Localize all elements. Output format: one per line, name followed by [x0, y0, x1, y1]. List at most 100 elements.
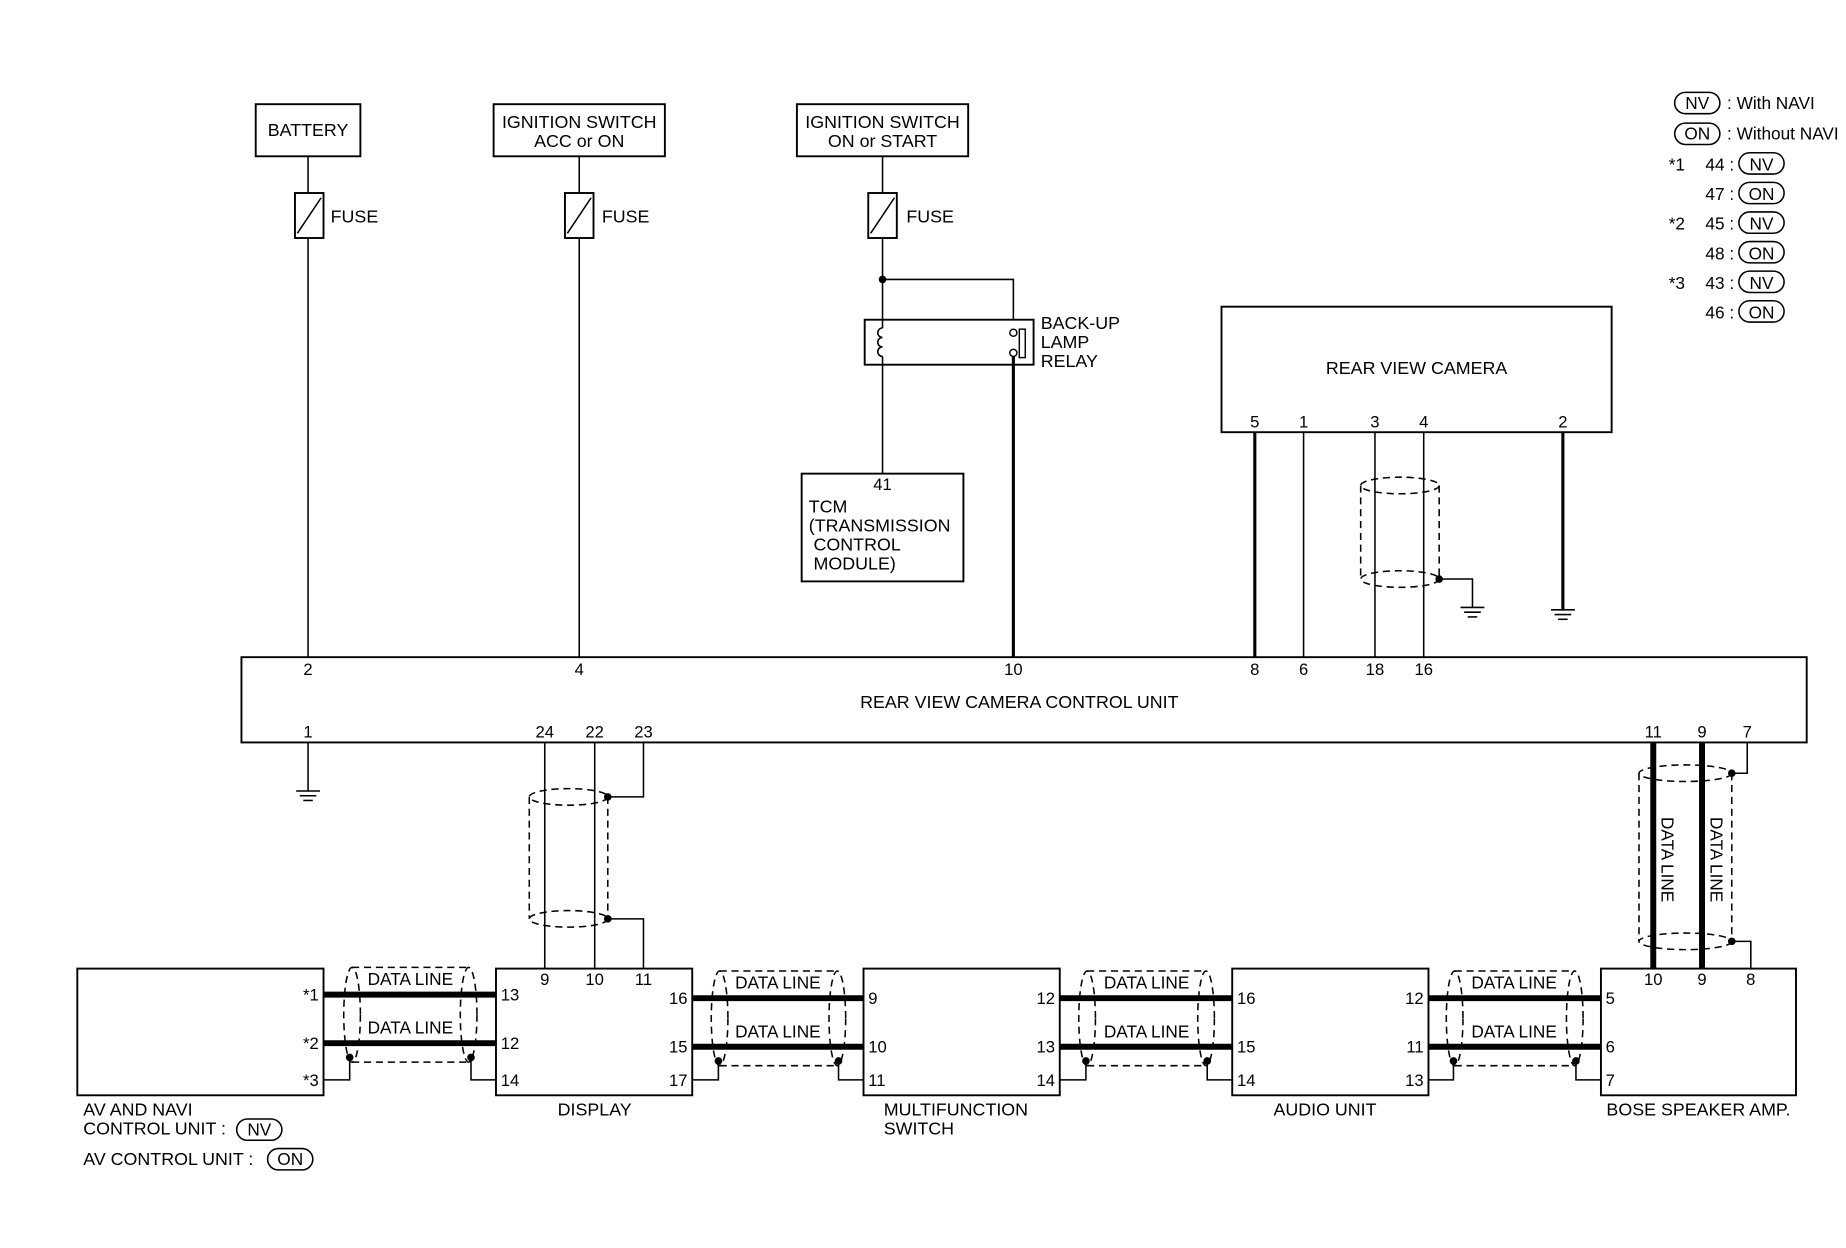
cu-pin-6: 6	[1299, 660, 1308, 679]
ignition-acc-label-2: ACC or ON	[534, 131, 624, 151]
display-pin-11: 11	[635, 970, 652, 989]
mfs-pin-14: 14	[1036, 1071, 1055, 1090]
multifunction-switch: 9 10 11 12 13 14 MULTIFUNCTION SWITCH	[862, 967, 1061, 1138]
legend-note-1-nv-pin: 44 :	[1705, 155, 1734, 175]
legend-note-3-mark: *3	[1669, 273, 1685, 293]
cu-pin-18: 18	[1366, 660, 1385, 679]
fuse-battery: FUSE	[294, 156, 379, 658]
audio-unit: 16 15 14 12 11 13 AUDIO UNIT	[1231, 967, 1430, 1119]
display: 13 12 14 9 10 11 16 15 17 DISPLAY	[495, 967, 694, 1119]
tcm-label-4: MODULE)	[814, 554, 896, 574]
legend-note-2-nv: NV	[1750, 214, 1774, 234]
camera-wires	[1253, 432, 1575, 658]
camera-pin-1: 1	[1299, 412, 1308, 431]
av-navi-pin-star3: *3	[303, 1071, 319, 1090]
legend-note-3-on: ON	[1749, 303, 1775, 323]
bose-pin-9: 9	[1697, 970, 1706, 989]
bose-data-line-2: DATA LINE	[1706, 817, 1726, 902]
legend-note-2-on: ON	[1749, 243, 1775, 263]
audio-pin-14: 14	[1237, 1071, 1256, 1090]
audio-pin-13: 13	[1405, 1071, 1424, 1090]
legend-note-3-nv: NV	[1750, 273, 1774, 293]
ignition-on-label-2: ON or START	[828, 131, 937, 151]
av-control-on-code: ON	[277, 1149, 303, 1169]
legend-nv-code: NV	[1685, 93, 1709, 113]
av-navi-label-2: CONTROL UNIT :	[83, 1118, 226, 1138]
legend-note-1-on: ON	[1749, 184, 1775, 204]
audio-pin-11: 11	[1406, 1038, 1423, 1057]
fuse-battery-label: FUSE	[331, 207, 379, 227]
backup-lamp-relay: BACK-UP LAMP RELAY	[863, 275, 1120, 658]
av-display-data-line-2: DATA LINE	[368, 1018, 454, 1038]
bose-data-line-1: DATA LINE	[1658, 817, 1678, 902]
legend-note-2-on-pin: 48 :	[1705, 243, 1734, 263]
data-line-audio-bose: DATA LINE DATA LINE	[1428, 970, 1601, 1081]
display-label: DISPLAY	[558, 1099, 632, 1119]
audio-label: AUDIO UNIT	[1273, 1099, 1376, 1119]
cu-pin-9: 9	[1697, 723, 1706, 742]
bose-pin-5: 5	[1606, 989, 1615, 1008]
cu-bose-wires: DATA LINE DATA LINE	[1638, 742, 1752, 969]
mfs-pin-9: 9	[868, 989, 877, 1008]
cu-pin-16: 16	[1414, 660, 1433, 679]
mfs-pin-13: 13	[1036, 1038, 1055, 1057]
bose-pin-7: 7	[1606, 1071, 1615, 1090]
control-unit-label: REAR VIEW CAMERA CONTROL UNIT	[860, 692, 1179, 712]
display-pin-10: 10	[585, 970, 604, 989]
audio-pin-12: 12	[1405, 989, 1424, 1008]
av-navi-control-unit: *1 *2 *3 AV AND NAVI CONTROL UNIT : NV A…	[76, 967, 325, 1171]
tcm: 41 TCM (TRANSMISSION CONTROL MODULE)	[800, 472, 965, 583]
av-navi-label-1: AV AND NAVI	[83, 1099, 192, 1119]
cu-pin-11: 11	[1645, 723, 1662, 742]
audio-pin-16: 16	[1237, 989, 1256, 1008]
bose-speaker-amp: 5 6 7 10 9 8 BOSE SPEAKER AMP.	[1599, 967, 1797, 1119]
av-control-label: AV CONTROL UNIT :	[83, 1149, 253, 1169]
display-pin-15: 15	[669, 1038, 688, 1057]
bose-pin-8: 8	[1746, 970, 1755, 989]
display-pin-14: 14	[501, 1071, 520, 1090]
legend-note-1-on-pin: 47 :	[1705, 184, 1734, 204]
av-navi-pin-star2: *2	[303, 1034, 319, 1053]
fuse-ignition-acc: FUSE	[564, 156, 650, 658]
tcm-label-1: TCM	[809, 497, 848, 517]
av-display-data-line-1: DATA LINE	[368, 969, 454, 989]
mfs-pin-10: 10	[868, 1038, 887, 1057]
cu-display-wires	[528, 742, 645, 969]
control-unit-ground	[296, 742, 320, 802]
data-line-mfs-audio: DATA LINE DATA LINE	[1059, 970, 1233, 1081]
display-mfs-data-line-2: DATA LINE	[735, 1021, 821, 1041]
relay-label-3: RELAY	[1041, 351, 1098, 371]
cu-pin-7: 7	[1743, 723, 1752, 742]
tcm-label-2: (TRANSMISSION	[809, 516, 951, 536]
cu-pin-8: 8	[1250, 660, 1259, 679]
bose-pin-6: 6	[1606, 1038, 1615, 1057]
mfs-pin-12: 12	[1036, 989, 1055, 1008]
av-navi-nv-code: NV	[247, 1120, 271, 1140]
display-pin-13: 13	[501, 986, 520, 1005]
fuse-ignition-acc-label: FUSE	[602, 207, 650, 227]
mfs-audio-data-line-1: DATA LINE	[1104, 973, 1190, 993]
cu-pin-22: 22	[585, 723, 604, 742]
mfs-label-1: MULTIFUNCTION	[884, 1099, 1028, 1119]
cu-pin-23: 23	[634, 723, 653, 742]
audio-pin-15: 15	[1237, 1038, 1256, 1057]
fuse-ignition-on-label: FUSE	[906, 207, 954, 227]
legend-on-text: : Without NAVI	[1727, 124, 1839, 144]
display-pin-9: 9	[540, 970, 549, 989]
camera-pin-3: 3	[1370, 412, 1379, 431]
camera-pin-2: 2	[1558, 412, 1567, 431]
mfs-pin-11: 11	[868, 1071, 885, 1090]
legend-on-code: ON	[1684, 124, 1710, 144]
display-pin-16: 16	[669, 989, 688, 1008]
display-pin-17: 17	[669, 1071, 688, 1090]
legend-note-1-nv: NV	[1750, 155, 1774, 175]
ignition-on-label-1: IGNITION SWITCH	[805, 112, 960, 132]
cu-pin-24: 24	[535, 723, 554, 742]
rear-view-camera-control-unit: REAR VIEW CAMERA CONTROL UNIT 2 4 10 8 6…	[240, 656, 1808, 744]
cu-pin-4: 4	[575, 660, 584, 679]
data-line-display-mfs: DATA LINE DATA LINE	[692, 970, 864, 1081]
ignition-switch-on: IGNITION SWITCH ON or START	[795, 103, 970, 158]
audio-bose-data-line-2: DATA LINE	[1471, 1021, 1557, 1041]
mfs-label-2: SWITCH	[884, 1118, 954, 1138]
